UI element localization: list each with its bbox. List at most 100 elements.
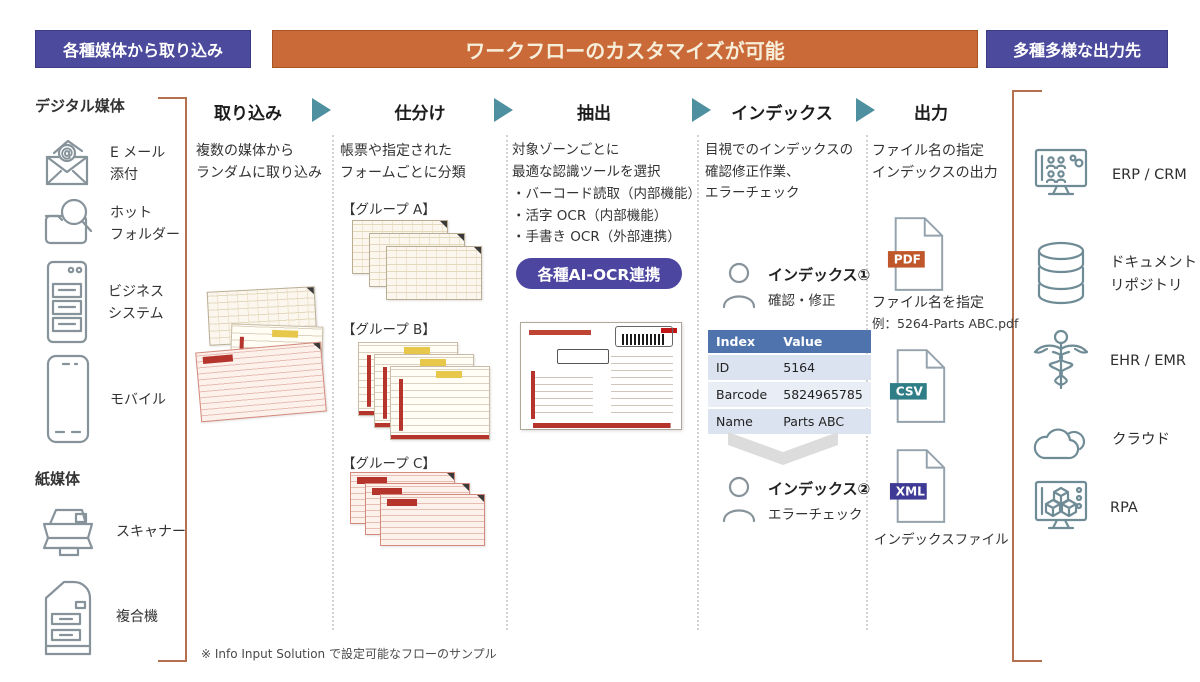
- step-extract: 抽出: [577, 104, 611, 124]
- flow-arrow-icon: [494, 98, 513, 122]
- media-label-line: 複合機: [116, 609, 158, 626]
- index-desc-line: エラーチェック: [705, 185, 800, 202]
- intake-description: 複数の媒体から ランダムに取り込み: [196, 140, 322, 185]
- mfp-icon: [38, 574, 100, 662]
- output-desc-line: ファイル名の指定: [872, 143, 984, 159]
- column-separator: [697, 135, 699, 630]
- table-cell: Barcode: [708, 382, 776, 407]
- media-label-line: ビジネス: [108, 284, 164, 301]
- hot-folder-icon: [38, 194, 96, 256]
- extract-form-image: [520, 322, 682, 430]
- index-step1: インデックス① 確認・修正: [720, 262, 870, 314]
- media-item-mobile: モバイル: [44, 352, 166, 450]
- pdf-file-icon: PDF: [886, 216, 948, 296]
- csv-file-icon: CSV: [888, 348, 950, 428]
- destination-label: リポジトリ: [1110, 278, 1183, 294]
- destination-label: EHR / EMR: [1110, 353, 1186, 370]
- index-step2-title: インデックス②: [768, 480, 871, 498]
- person-icon: [720, 476, 758, 528]
- group-b-label: 【グループ B】: [342, 322, 436, 338]
- media-item-email: @ E メール 添付: [38, 136, 165, 194]
- media-label-line: フォルダー: [110, 227, 180, 243]
- header-center-label: ワークフローのカスタマイズが可能: [465, 38, 785, 63]
- media-label-line: スキャナー: [116, 524, 186, 541]
- pdf-caption: ファイル名を指定: [872, 295, 984, 311]
- step-index: インデックス: [731, 104, 833, 124]
- step-output: 出力: [914, 104, 948, 124]
- header-left-bar: 各種媒体から取り込み: [35, 30, 251, 68]
- index-step2: インデックス② エラーチェック: [720, 476, 870, 528]
- chevron-down-icon: [728, 432, 838, 472]
- media-panel-bracket: [158, 97, 187, 662]
- media-label-line: 添付: [110, 167, 138, 183]
- flow-arrow-icon: [312, 98, 331, 122]
- document-sheet: [195, 341, 327, 423]
- extract-desc-line: ・手書き OCR（外部連携）: [512, 229, 681, 246]
- table-cell: ID: [708, 355, 776, 380]
- media-label-line: システム: [108, 306, 164, 322]
- barcode-zone: [615, 326, 673, 347]
- caduceus-icon: [1032, 328, 1090, 396]
- sort-description: 帳票や指定された フォームごとに分類: [340, 140, 466, 185]
- cloud-icon: [1030, 416, 1090, 466]
- destination-label: RPA: [1110, 500, 1138, 517]
- index-table-header: Index: [708, 330, 776, 353]
- group-b-documents-image: [358, 342, 498, 442]
- output-desc-line: インデックスの出力: [872, 165, 998, 182]
- destination-label: ドキュメント: [1110, 254, 1197, 271]
- document-sheet: [390, 366, 490, 440]
- media-item-business-system: ビジネス システム: [40, 258, 164, 350]
- sort-desc-line: フォームごとに分類: [340, 165, 466, 182]
- destination-ehr-emr: EHR / EMR: [1032, 328, 1186, 396]
- group-c-documents-image: [350, 472, 490, 550]
- index-description: 目視でのインデックスの 確認修正作業、 エラーチェック: [705, 140, 853, 205]
- media-label-line: ホット: [110, 205, 152, 222]
- step-intake: 取り込み: [214, 104, 282, 124]
- digital-media-heading: デジタル媒体: [35, 97, 125, 115]
- scanner-icon: [36, 500, 100, 566]
- extract-desc-line: ・活字 OCR（内部機能）: [512, 207, 668, 224]
- media-item-mfp: 複合機: [38, 574, 158, 662]
- table-cell: Parts ABC: [775, 409, 871, 434]
- index-table-header: Value: [775, 330, 871, 353]
- table-row: ID 5164: [708, 355, 871, 380]
- media-label-line: E メール: [110, 145, 166, 162]
- header-left-label: 各種媒体から取り込み: [62, 41, 223, 60]
- pdf-example: 例：5264-Parts ABC.pdf: [872, 316, 1019, 331]
- csv-file-label: CSV: [896, 385, 924, 399]
- destination-label: ERP / CRM: [1112, 167, 1187, 184]
- paper-media-heading: 紙媒体: [35, 470, 81, 488]
- column-separator: [332, 135, 334, 630]
- destination-document-repository: ドキュメント リポジトリ: [1034, 240, 1197, 310]
- extract-desc-line: 最適な認識ツールを選択: [512, 163, 661, 180]
- destination-rpa: RPA: [1032, 478, 1138, 540]
- step-sort: 仕分け: [394, 104, 446, 124]
- destination-cloud: クラウド: [1030, 416, 1170, 466]
- form-right-column: [611, 353, 673, 419]
- destinations-bracket: [1012, 90, 1042, 662]
- index-step1-subtitle: 確認・修正: [768, 293, 836, 309]
- intake-desc-line: ランダムに取り込み: [196, 165, 322, 182]
- table-cell: 5824965785: [775, 382, 871, 407]
- document-sheet: [386, 246, 482, 300]
- svg-text:@: @: [61, 146, 73, 160]
- intake-desc-line: 複数の媒体から: [196, 143, 294, 159]
- pdf-file-label: PDF: [894, 253, 921, 267]
- flow-arrow-icon: [692, 98, 711, 122]
- group-a-label: 【グループ A】: [342, 202, 436, 218]
- table-cell: 5164: [775, 355, 871, 380]
- index-desc-line: 確認修正作業、: [705, 163, 800, 180]
- flow-arrow-icon: [856, 98, 875, 122]
- xml-file-icon: XML: [888, 448, 950, 528]
- business-system-icon: [40, 258, 92, 350]
- database-icon: [1034, 240, 1088, 310]
- table-row: Barcode 5824965785: [708, 382, 871, 407]
- table-cell: Name: [708, 409, 776, 434]
- email-attachment-icon: @: [38, 136, 96, 194]
- rpa-monitor-icon: [1032, 478, 1090, 540]
- table-row: Name Parts ABC: [708, 409, 871, 434]
- extract-desc-line: 対象ゾーンごとに: [512, 142, 620, 158]
- header-right-label: 多種多様な出力先: [1012, 41, 1141, 60]
- ocr-zone-box: [557, 349, 609, 364]
